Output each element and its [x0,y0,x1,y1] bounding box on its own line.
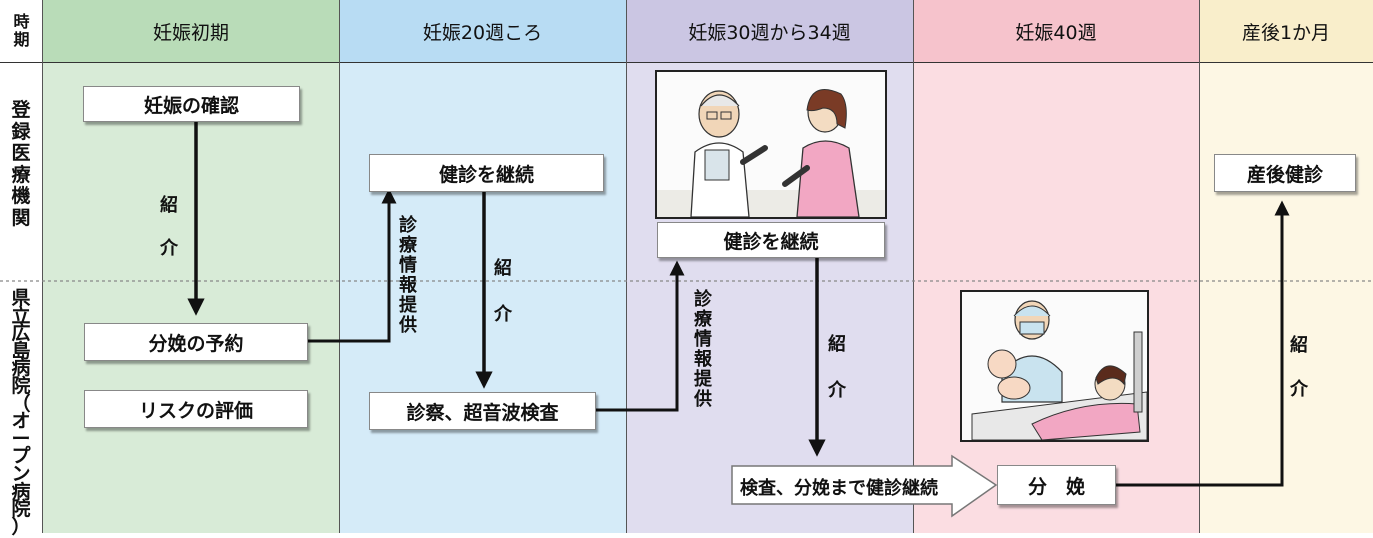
header-corner-char-1: 時 [13,12,30,31]
box-pregnancy-confirmation-label: 妊娠の確認 [143,94,239,117]
box-postpartum-checkup: 産後健診 [1214,154,1356,192]
row-char: ー [11,427,31,450]
referral-char: 紹 [1290,335,1308,356]
column-header-30w-label: 妊娠30週から34週 [688,21,851,44]
row-char: 登 [11,99,31,121]
header-corner: 時 期 [0,0,43,63]
column-header-40w-label: 妊娠40週 [1015,21,1097,44]
column-bg-postpartum [1199,0,1373,533]
row-char: 関 [11,206,31,229]
row-char: 県 [11,287,31,309]
separator-3 [913,0,914,533]
box-continue-checkup-30w: 健診を継続 [657,222,885,258]
info-char: 情 [694,329,712,350]
info-char: 供 [399,315,417,336]
row-char: ） [11,515,31,538]
row-label-prefectural-hospital: 県 立 広 島 病 院 （ オ ー プ ン 病 院 ） [0,287,42,538]
info-char: 提 [399,295,417,316]
box-postpartum-checkup-label: 産後健診 [1246,163,1323,186]
referral-char: 介 [1290,379,1308,400]
info-provision-label-1: 診 療 情 報 提 供 [399,216,417,336]
box-delivery-reservation-label: 分娩の予約 [148,332,244,355]
column-header-20w: 妊娠20週ころ [339,0,626,63]
row-char: 機 [11,185,31,207]
row-char: 立 [11,304,31,327]
info-provision-label-2: 診 療 情 報 提 供 [694,290,712,410]
referral-char: 紹 [494,258,512,279]
separator-4 [1199,0,1200,533]
referral-char: 介 [494,304,512,325]
separator-2 [626,0,627,533]
delivery-drawing [962,292,1147,440]
checkup-until-delivery-label: 検査、分娩まで健診継続 [740,478,938,499]
separator-1 [339,0,340,533]
column-header-early: 妊娠初期 [43,0,339,63]
row-char: 島 [11,339,31,362]
row-char: オ [11,410,31,433]
referral-char: 介 [160,238,178,259]
box-delivery-label: 分 娩 [1027,475,1085,498]
separator-0 [42,0,43,533]
doctor-consultation-drawing [657,72,885,217]
info-char: 供 [694,389,712,410]
info-char: 療 [399,235,417,256]
info-char: 情 [399,255,417,276]
info-char: 診 [399,215,417,236]
row-char: プ [11,445,31,468]
row-char: 病 [11,480,31,503]
info-char: 提 [694,369,712,390]
box-pregnancy-confirmation: 妊娠の確認 [83,86,300,122]
row-char: 録 [11,120,31,143]
row-label-column [0,0,43,533]
row-label-registered-institution: 登 録 医 療 機 関 [0,99,42,229]
referral-label-4: 紹 介 [1290,324,1308,412]
box-continue-checkup-30w-label: 健診を継続 [723,230,819,253]
box-delivery-reservation: 分娩の予約 [84,323,308,361]
row-char: 病 [11,357,31,380]
row-char: 広 [11,322,31,345]
delivery-illustration [960,290,1149,442]
doctor-consultation-illustration [655,70,887,219]
referral-label-1: 紹 介 [160,184,178,270]
row-char: ン [11,462,31,485]
referral-char: 紹 [160,195,178,216]
referral-char: 紹 [828,334,846,355]
column-header-postpartum: 産後1か月 [1199,0,1373,63]
info-char: 診 [694,289,712,310]
box-delivery: 分 娩 [997,465,1116,505]
info-char: 報 [399,275,417,296]
row-char: 療 [11,163,31,186]
row-char: 院 [11,498,31,521]
row-char: 院 [11,374,31,397]
row-char: 医 [11,142,31,164]
box-risk-evaluation: リスクの評価 [84,390,308,428]
column-header-30w: 妊娠30週から34週 [626,0,913,63]
column-header-20w-label: 妊娠20週ころ [422,21,543,44]
box-continue-checkup-20w-label: 健診を継続 [438,163,534,186]
info-char: 療 [694,309,712,330]
referral-label-2: 紹 介 [494,246,512,338]
info-char: 報 [694,349,712,370]
column-bg-early [43,0,339,533]
header-corner-char-2: 期 [13,30,30,49]
column-bg-40w [913,0,1199,533]
column-bg-20w [339,0,626,533]
box-exam-ultrasound-label: 診察、超音波検査 [406,401,559,424]
referral-char: 介 [828,380,846,401]
column-header-early-label: 妊娠初期 [152,21,229,44]
referral-label-3: 紹 介 [828,322,846,414]
row-char: （ [11,392,31,415]
column-header-40w: 妊娠40週 [913,0,1199,63]
box-continue-checkup-20w: 健診を継続 [369,154,604,192]
column-header-postpartum-label: 産後1か月 [1241,21,1331,44]
box-risk-evaluation-label: リスクの評価 [138,399,253,422]
box-exam-ultrasound: 診察、超音波検査 [369,392,596,430]
